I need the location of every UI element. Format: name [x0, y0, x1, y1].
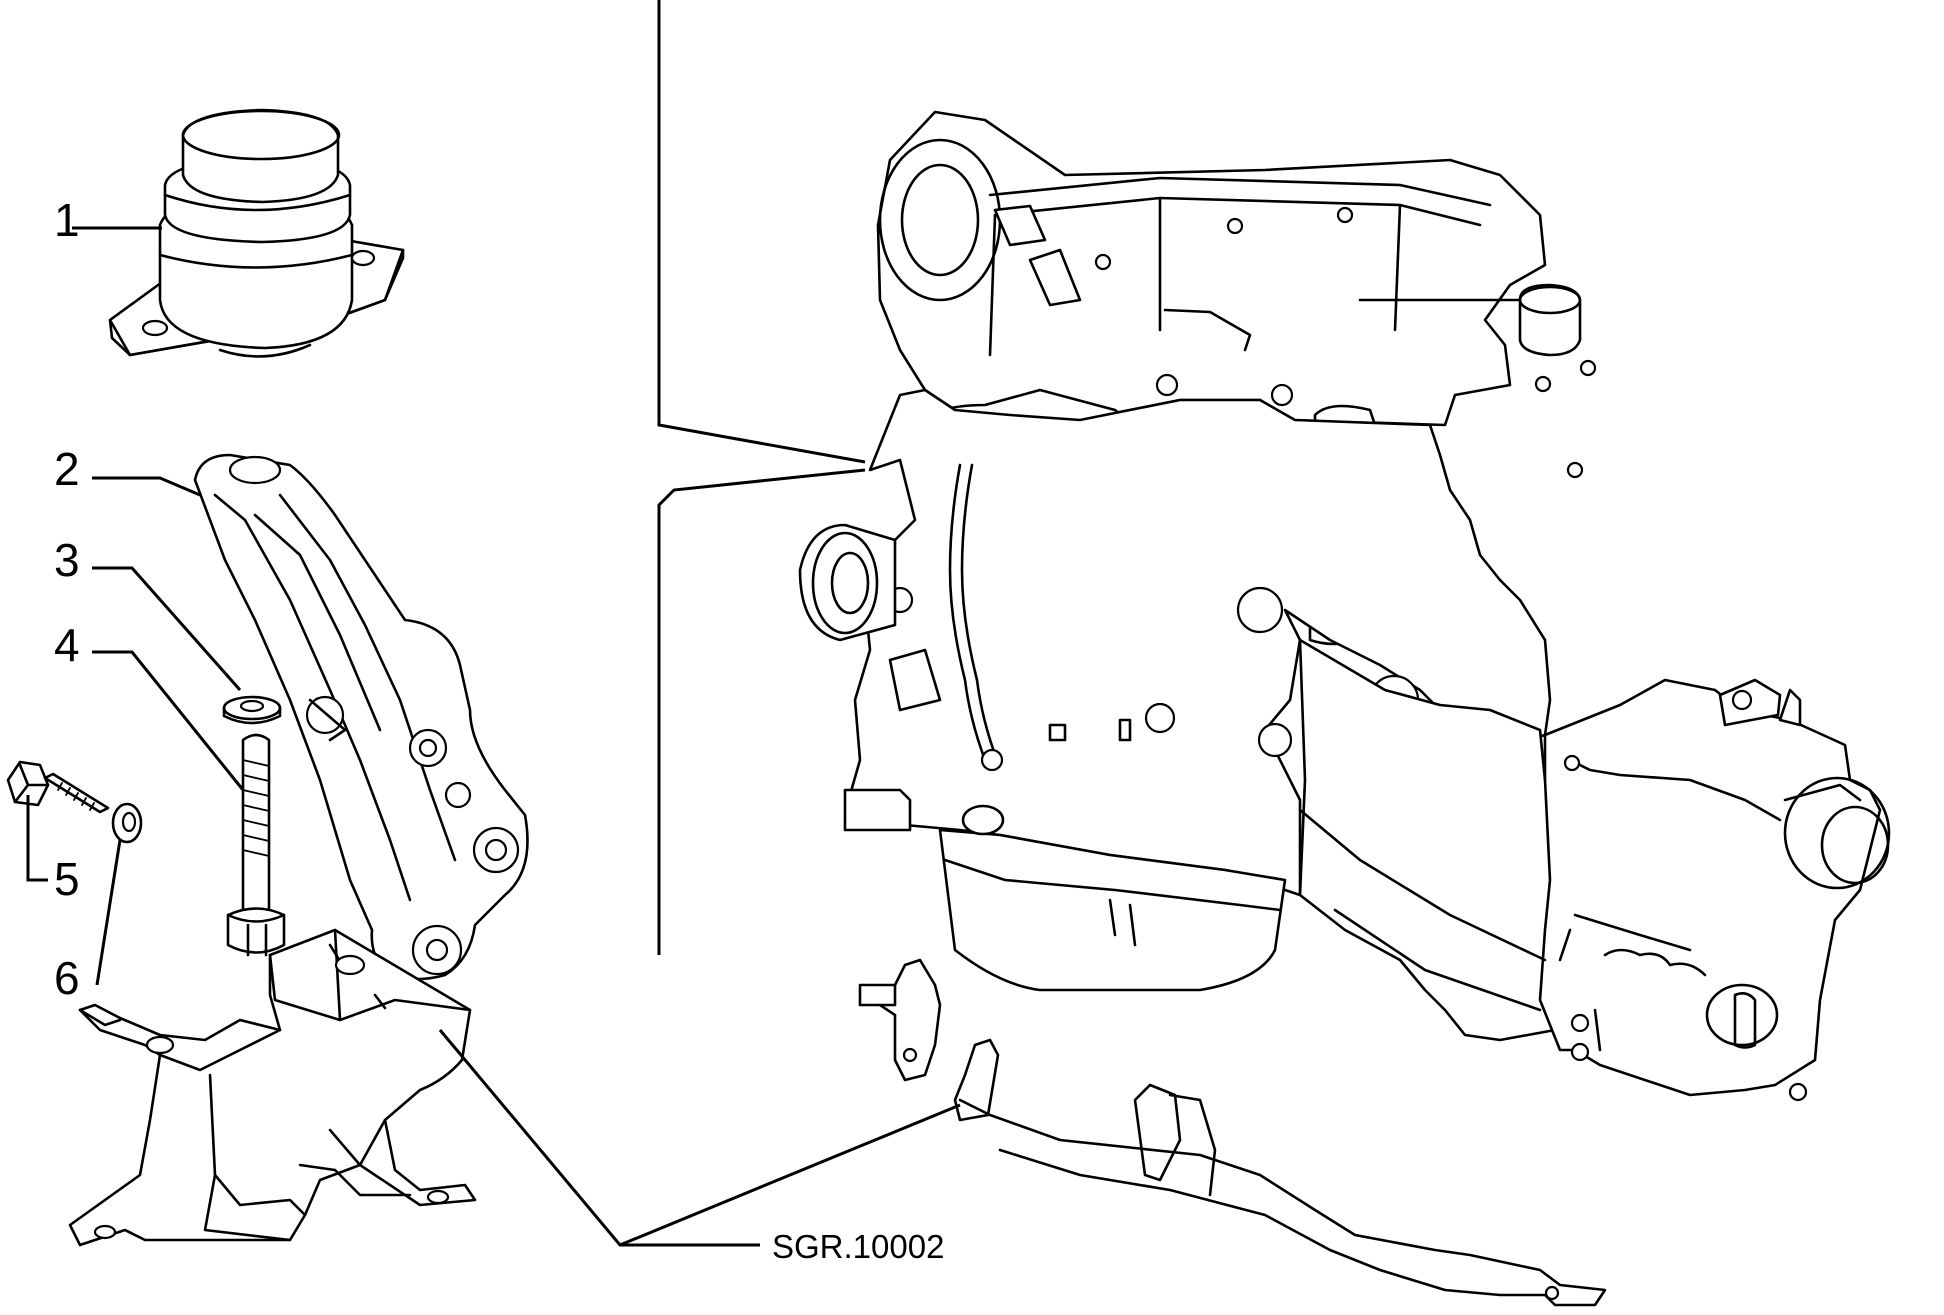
callout-2: 2: [54, 443, 80, 495]
callout-1: 1: [54, 194, 80, 246]
leader-6: [95, 839, 122, 986]
leader-4: [92, 650, 245, 791]
leader-ref: [438, 1029, 961, 1247]
leader-3: [92, 566, 242, 691]
engine-assembly: [798, 110, 1891, 1307]
callout-3: 3: [54, 534, 80, 586]
divider-bracket: [657, 0, 866, 955]
washer-part-6: [111, 802, 143, 844]
bolt-part-4: [226, 733, 286, 957]
diagram-reference-code: SGR.10002: [772, 1228, 945, 1265]
support-bracket-part-2: [193, 453, 529, 981]
engine-mount-part-1: [108, 108, 405, 358]
leader-2: [92, 476, 201, 497]
leader-5: [26, 795, 48, 882]
callout-5: 5: [54, 853, 80, 905]
support-cradle: [68, 928, 477, 1247]
callout-4: 4: [54, 619, 80, 671]
callout-6: 6: [54, 952, 80, 1004]
washer-part-3: [222, 695, 282, 725]
bolt-part-5: [6, 760, 110, 814]
callout-leaders: [26, 226, 961, 1247]
